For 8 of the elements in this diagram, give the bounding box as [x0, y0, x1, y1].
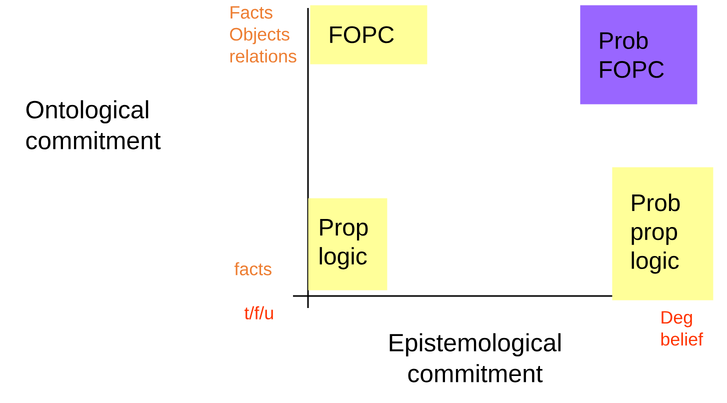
category-box: FOPC [310, 5, 428, 64]
category-box: Prob prop logic [612, 167, 714, 300]
axis-label: Ontological commitment [26, 100, 161, 150]
axis-label: t/f/u [244, 306, 273, 320]
category-box: Prop logic [308, 198, 388, 290]
category-box: Prob FOPC [580, 5, 698, 104]
axis-label: facts [234, 262, 272, 276]
axis-label: Epistemological commitment [390, 333, 561, 382]
